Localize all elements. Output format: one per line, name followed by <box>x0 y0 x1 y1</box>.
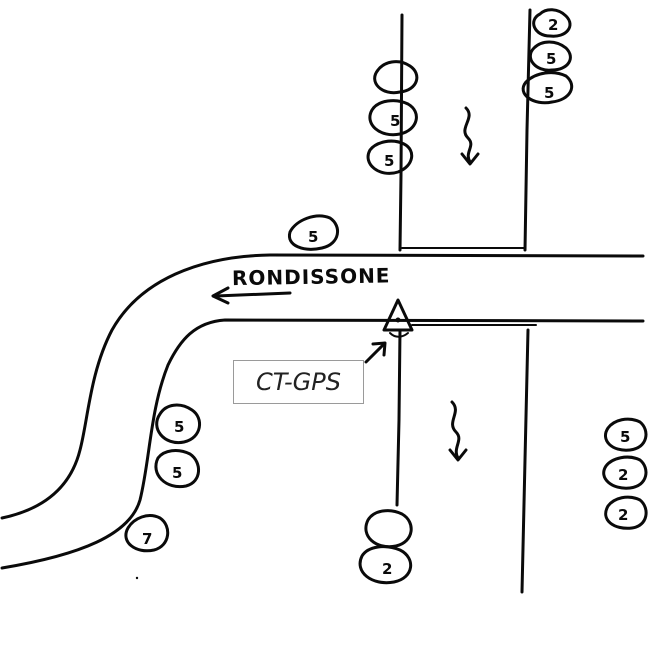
bush-cluster-right-edge: 5 2 2 <box>602 417 648 530</box>
road-edge-lower <box>0 318 645 570</box>
side-street-south-right-edge <box>520 328 530 594</box>
svg-text:2: 2 <box>382 560 392 578</box>
bush-upper-road: 5 <box>287 214 339 251</box>
svg-text:7: 7 <box>142 530 152 548</box>
side-street-north-right-edge <box>523 8 532 252</box>
svg-text:5: 5 <box>620 428 630 446</box>
bush-cluster-top-center: 5 5 <box>366 60 419 175</box>
svg-text:5: 5 <box>174 418 184 436</box>
svg-text:2: 2 <box>618 466 628 484</box>
svg-text:5: 5 <box>308 228 318 246</box>
south-flow-arrow <box>448 400 468 462</box>
svg-text:5: 5 <box>384 152 394 170</box>
svg-text:2: 2 <box>548 16 558 34</box>
stray-dot <box>135 576 139 580</box>
gps-pointer-arrow <box>364 341 387 364</box>
side-street-south-left-edge <box>395 328 402 507</box>
street-name-label: RONDISSONE <box>232 263 391 290</box>
bush-cluster-bottom-center: 2 <box>358 509 413 585</box>
bush-cluster-lower-left: 5 5 7 <box>124 403 201 553</box>
road-edge-upper <box>0 253 645 520</box>
svg-text:5: 5 <box>390 112 400 130</box>
road-direction-arrow <box>211 286 292 305</box>
north-flow-arrow <box>460 106 480 166</box>
svg-text:5: 5 <box>546 50 556 68</box>
gps-position-marker <box>382 298 414 338</box>
bush-cluster-top-right: 2 5 5 <box>521 8 574 105</box>
side-street-north-left-edge <box>398 13 404 252</box>
svg-text:5: 5 <box>172 464 182 482</box>
svg-text:5: 5 <box>544 84 554 102</box>
svg-text:2: 2 <box>618 506 628 524</box>
gps-label-box: CT-GPS <box>233 360 364 404</box>
